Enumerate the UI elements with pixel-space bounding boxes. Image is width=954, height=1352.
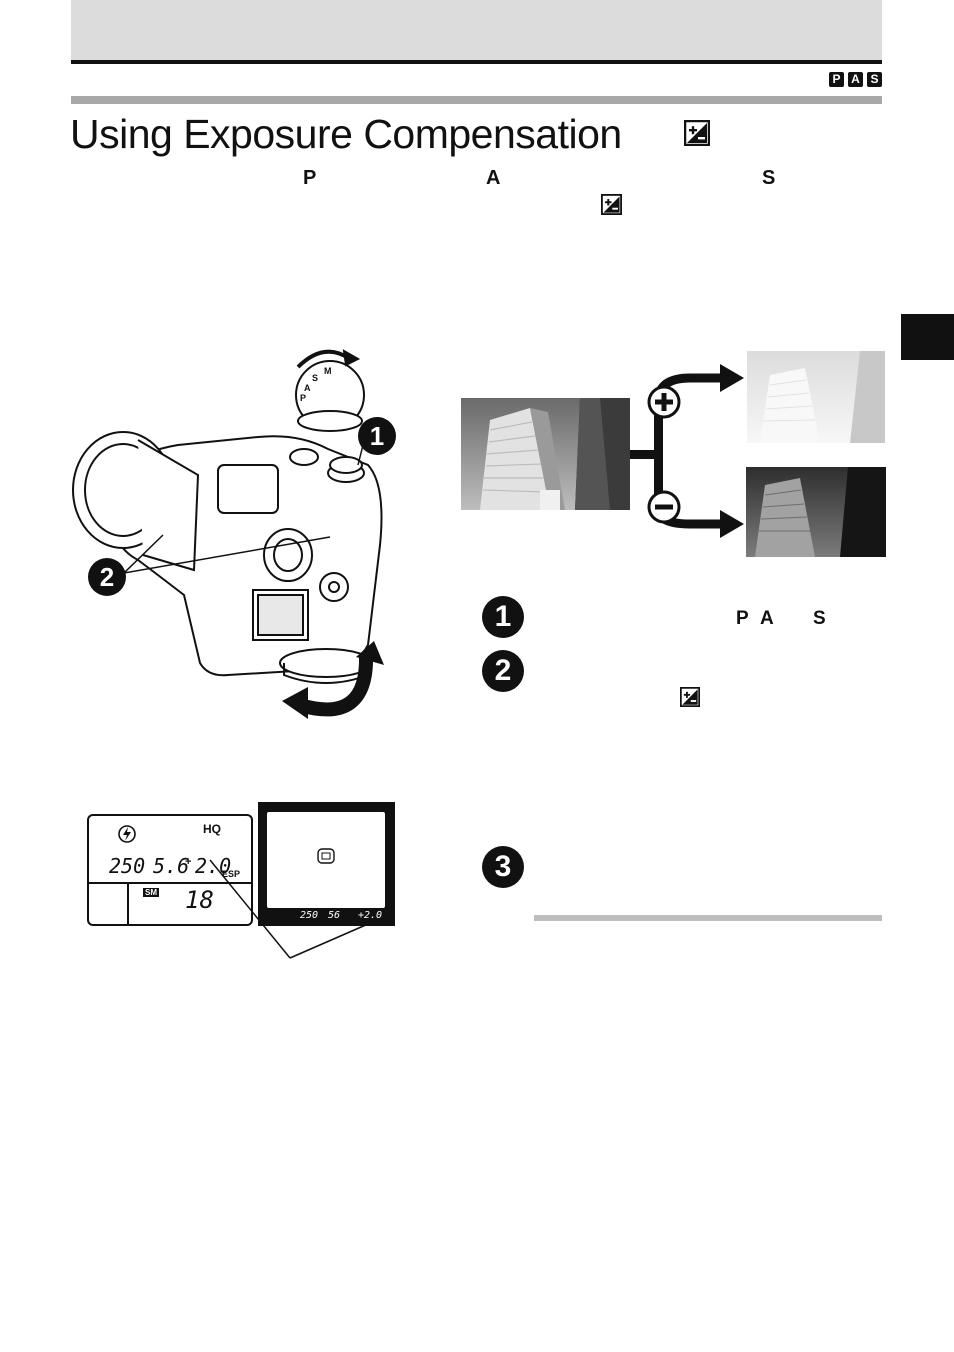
header-band: [71, 0, 882, 60]
mode-badge-s: S: [867, 72, 882, 87]
viewfinder-frame: [267, 812, 385, 908]
dial-label-p: P: [300, 393, 306, 403]
photo-plus: [747, 351, 885, 443]
section-tab: [901, 314, 954, 360]
dial-label-a: A: [304, 383, 311, 393]
af-target-icon: [317, 848, 335, 864]
mode-badge: SM: [143, 888, 159, 897]
note-rule: [534, 915, 882, 921]
step-1-mode-s: S: [813, 608, 826, 629]
exposure-compensation-icon: [684, 120, 710, 146]
compensation-callout-lines: [209, 859, 369, 959]
intro-mode-p: P: [303, 167, 317, 189]
step-1-number: 1: [482, 596, 524, 638]
viewfinder-compensation: +2.0: [358, 910, 383, 921]
frame-counter: 18: [185, 886, 214, 914]
dial-label-s: S: [312, 373, 318, 383]
step-1-mode-a: A: [760, 608, 774, 629]
camera-illustration: M S A P: [72, 349, 384, 719]
viewfinder-shutter: 250: [300, 910, 319, 921]
step-1-mode-p: P: [736, 608, 749, 629]
control-panel-lcd: HQ 250 5.6 + 2.0 ESP SM 18: [87, 814, 253, 926]
step-2-number: 2: [482, 650, 524, 692]
page-title: Using Exposure Compensation: [70, 111, 622, 157]
mode-badge-p: P: [829, 72, 844, 87]
compensation-readout: 2.0: [195, 854, 232, 878]
camera-callout-1: 1: [358, 417, 396, 455]
camera-callout-2: 2: [88, 558, 126, 596]
quality-indicator: HQ: [203, 822, 221, 836]
intro-mode-s: S: [762, 167, 776, 189]
metering-indicator: ESP: [222, 869, 241, 879]
aperture-readout: 5.6: [153, 854, 190, 878]
header-rule: [71, 60, 882, 64]
flash-icon: [118, 825, 136, 843]
intro-mode-a: A: [486, 167, 501, 189]
shutter-readout: 250: [109, 854, 146, 878]
exposure-compensation-icon: [601, 194, 622, 215]
mode-badge-a: A: [848, 72, 863, 87]
title-rule: [71, 96, 882, 104]
plus-icon: [647, 385, 681, 419]
step-3-number: 3: [482, 846, 524, 888]
dial-label-m: M: [324, 366, 332, 376]
photo-normal: [461, 398, 630, 510]
viewfinder-aperture: 56: [328, 910, 341, 921]
mode-badges: P A S: [829, 72, 882, 87]
minus-icon: [647, 490, 681, 524]
compensation-sign: +: [185, 856, 192, 868]
photo-minus: [746, 467, 886, 557]
exposure-diagram: [461, 351, 886, 557]
viewfinder-display: 250 56 +2.0: [258, 802, 395, 926]
exposure-compensation-icon: [680, 687, 700, 707]
